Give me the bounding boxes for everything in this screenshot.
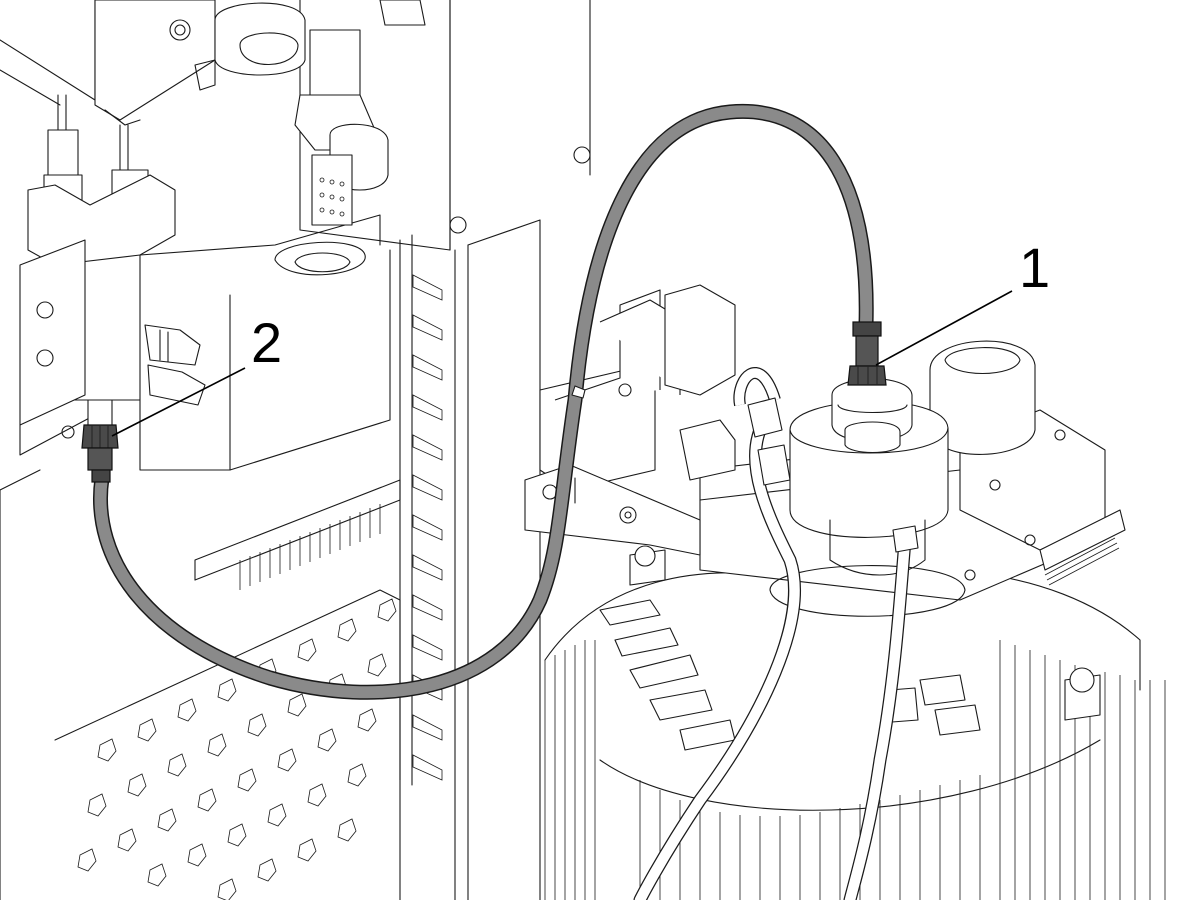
callout-2-label: 2: [251, 311, 282, 374]
comb-fins: [239, 504, 381, 590]
hose: [93, 103, 874, 700]
callout-1: 1: [875, 236, 1050, 366]
callout-2: 2: [111, 311, 282, 437]
callout-1-label: 1: [1019, 236, 1050, 299]
callout-2-leader: [111, 367, 246, 437]
fitting-2: [81, 399, 119, 483]
callout-1-leader: [875, 290, 1013, 366]
perforated-panel: [77, 598, 397, 900]
motor-unit: [544, 340, 1166, 900]
valve-assembly: [169, 0, 591, 234]
rail-slots: [412, 274, 443, 781]
fitting-1: [847, 321, 887, 386]
thin-tubes: [633, 367, 919, 900]
